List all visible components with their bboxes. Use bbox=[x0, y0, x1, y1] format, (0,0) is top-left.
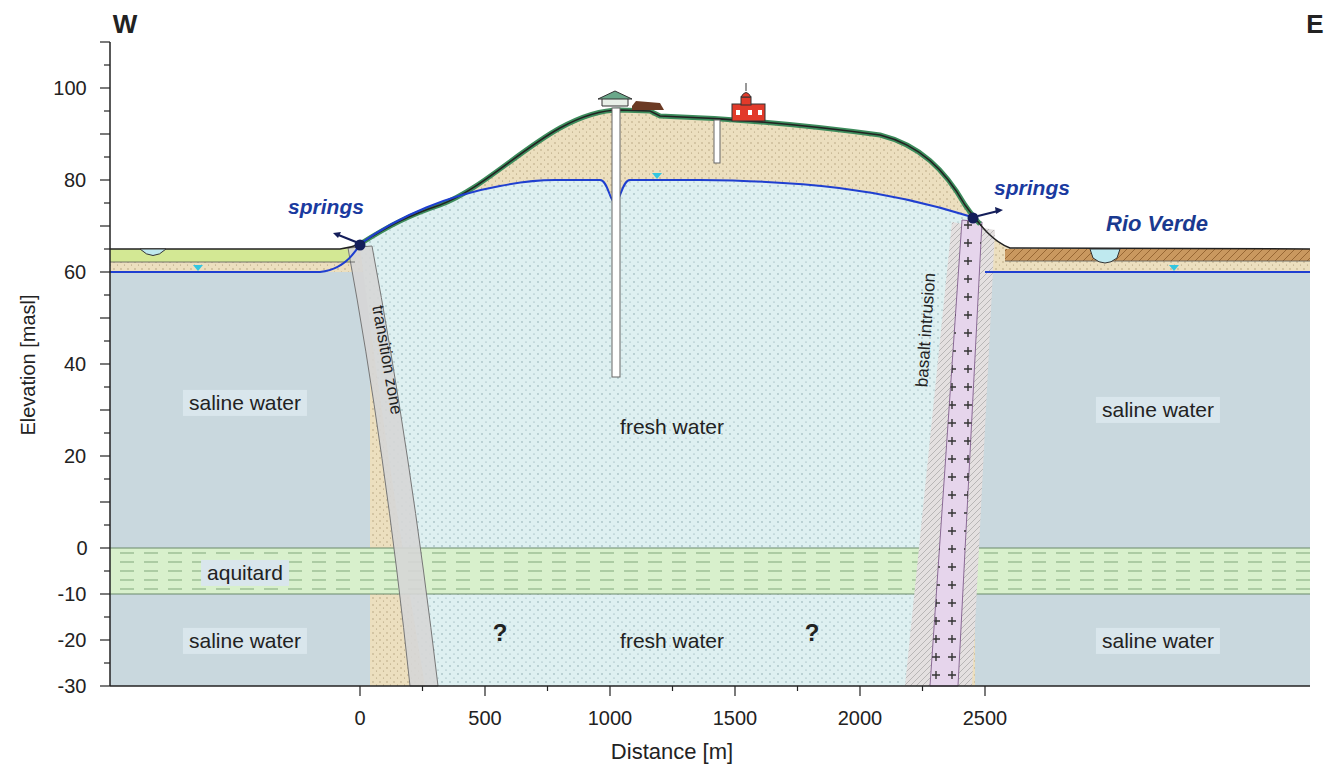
axis-tick bbox=[859, 686, 860, 696]
axis-tick bbox=[100, 317, 110, 318]
axis-number: 1000 bbox=[588, 707, 633, 730]
axis-tick bbox=[672, 686, 673, 691]
axis-number: 40 bbox=[64, 353, 86, 376]
axis-tick bbox=[100, 639, 110, 640]
axis-tick bbox=[100, 363, 110, 364]
axis-number: -10 bbox=[58, 583, 87, 606]
river-label: Rio Verde bbox=[1106, 211, 1208, 236]
axis-tick bbox=[359, 686, 360, 696]
zone-label: saline water bbox=[1096, 397, 1220, 423]
axis-tick bbox=[100, 41, 110, 42]
axis-tick bbox=[984, 686, 985, 696]
unknown-mark: ? bbox=[493, 619, 508, 647]
axis-number: 80 bbox=[64, 169, 86, 192]
zone-label: saline water bbox=[183, 628, 307, 654]
axis-tick bbox=[104, 432, 110, 433]
axis-tick bbox=[609, 686, 610, 696]
axis-tick bbox=[547, 686, 548, 691]
zone-label: saline water bbox=[183, 390, 307, 416]
springs-label: springs bbox=[994, 176, 1070, 200]
zone-label: fresh water bbox=[620, 415, 724, 439]
axis-tick bbox=[100, 87, 110, 88]
axis-number: 20 bbox=[64, 445, 86, 468]
direction-label: W bbox=[113, 10, 138, 40]
axis-tick bbox=[100, 685, 110, 686]
axis-tick bbox=[100, 133, 110, 134]
axis-tick bbox=[104, 156, 110, 157]
axis-tick bbox=[484, 686, 485, 696]
axis-title: Elevation [masl] bbox=[17, 294, 40, 435]
axis-number: 60 bbox=[64, 261, 86, 284]
axis-tick bbox=[734, 686, 735, 696]
axis-tick bbox=[100, 271, 110, 272]
axis-tick bbox=[104, 662, 110, 663]
axis-tick bbox=[100, 501, 110, 502]
axis-tick bbox=[104, 570, 110, 571]
axis-tick bbox=[100, 455, 110, 456]
axis-tick bbox=[104, 478, 110, 479]
direction-label: E bbox=[1306, 10, 1323, 40]
axis-tick bbox=[922, 686, 923, 691]
axis-tick bbox=[104, 202, 110, 203]
axis-tick bbox=[104, 110, 110, 111]
zone-label: fresh water bbox=[620, 629, 724, 653]
axis-number: -20 bbox=[58, 629, 87, 652]
axis-tick bbox=[104, 340, 110, 341]
axis-tick bbox=[104, 524, 110, 525]
axis-tick bbox=[100, 179, 110, 180]
axis-number: 0 bbox=[76, 537, 87, 560]
axis-tick bbox=[100, 593, 110, 594]
zone-label: aquitard bbox=[201, 560, 289, 586]
axis-number: 500 bbox=[468, 707, 501, 730]
axis-tick bbox=[797, 686, 798, 691]
axis-tick bbox=[104, 248, 110, 249]
axis-number: 100 bbox=[53, 77, 86, 100]
axis-tick bbox=[100, 409, 110, 410]
axis-tick bbox=[100, 225, 110, 226]
axis-number: 2000 bbox=[838, 707, 883, 730]
axis-title: Distance [m] bbox=[611, 739, 733, 764]
axis-tick bbox=[104, 294, 110, 295]
axis-tick bbox=[104, 64, 110, 65]
axis-tick bbox=[422, 686, 423, 691]
axis-tick bbox=[100, 547, 110, 548]
zone-label: saline water bbox=[1096, 628, 1220, 654]
axis-number: 1500 bbox=[713, 707, 758, 730]
unknown-mark: ? bbox=[805, 619, 820, 647]
axis-tick bbox=[104, 386, 110, 387]
springs-label: springs bbox=[288, 195, 364, 219]
axis-tick bbox=[104, 616, 110, 617]
axis-number: 2500 bbox=[963, 707, 1008, 730]
axis-number: -30 bbox=[58, 675, 87, 698]
axis-number: 0 bbox=[354, 707, 365, 730]
